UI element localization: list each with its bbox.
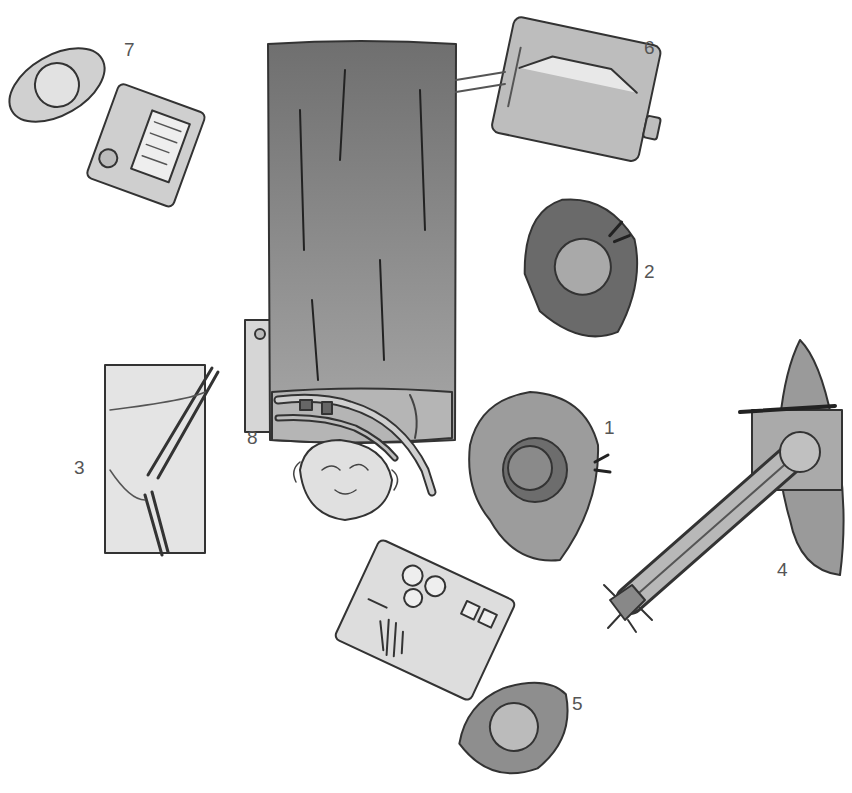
surgeon (469, 392, 610, 561)
anesthesia-machine (491, 16, 676, 166)
scrub-nurse (447, 669, 587, 791)
surgical-microscope (604, 340, 844, 632)
callout-number: 5 (572, 694, 583, 713)
callout-number: 6 (644, 38, 655, 57)
patient-head (294, 440, 398, 520)
assistant-surgeon (509, 184, 657, 351)
callout-number: 7 (124, 40, 135, 59)
monitor-cart (86, 83, 207, 208)
airway-tubing (278, 398, 432, 492)
operating-table (268, 41, 456, 443)
callout-number: 1 (604, 418, 615, 437)
instrument-table (105, 365, 218, 555)
anesthetist (0, 33, 117, 137)
callout-number: 4 (777, 560, 788, 579)
callout-number: 8 (247, 428, 258, 447)
callout-number: 3 (74, 458, 85, 477)
callout-number: 2 (644, 262, 655, 281)
instrument-tray (334, 538, 516, 701)
gas-hose (456, 72, 505, 92)
